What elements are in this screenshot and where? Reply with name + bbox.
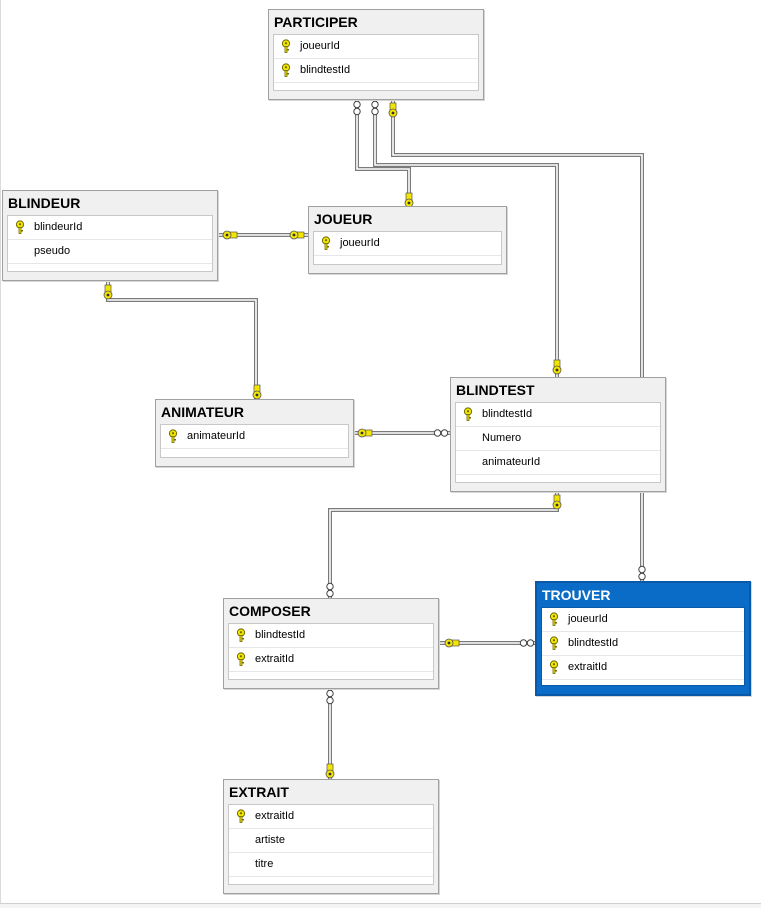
table-extrait[interactable]: EXTRAIT extraitId artiste titre [223,779,439,894]
column-row[interactable]: titre [229,853,433,877]
relationship-infinity-icon [519,639,535,647]
primary-key-icon [14,220,26,234]
column-row[interactable]: blindtestId [229,624,433,648]
primary-key-icon [548,660,560,674]
column-row[interactable]: joueurId [314,232,501,256]
column-name: joueurId [340,237,380,249]
relationship-key-icon [222,230,238,240]
relationship-key-icon [552,494,562,510]
table-joueur[interactable]: JOUEUR joueurId [308,206,507,274]
column-row[interactable]: extraitId [229,805,433,829]
table-title[interactable]: BLINDEUR [8,195,81,211]
table-animateur[interactable]: ANIMATEUR animateurId [155,399,354,467]
column-row[interactable]: joueurId [542,608,744,632]
primary-key-icon [167,429,179,443]
table-title[interactable]: EXTRAIT [229,784,289,800]
table-title[interactable]: COMPOSER [229,603,311,619]
column-row[interactable]: artiste [229,829,433,853]
relationship-key-icon [552,359,562,375]
column-row[interactable]: blindeurId [8,216,212,240]
column-name: blindtestId [568,637,619,649]
relationship-line-core [374,100,558,377]
relationship-infinity-icon [433,429,449,437]
relationship-key-icon [404,192,414,208]
primary-key-icon [280,39,292,53]
column-name: titre [255,858,274,870]
primary-key-icon [235,809,247,823]
column-name: Numero [482,432,522,444]
relationship-infinity-icon [326,689,334,705]
column-name: extraitId [255,653,295,665]
relationship-line-core [356,100,410,206]
relationship-key-icon [103,284,113,300]
column-name: joueurId [300,40,340,52]
column-name: blindeurId [34,221,83,233]
primary-key-icon [548,636,560,650]
table-composer[interactable]: COMPOSER blindtestId extraitId [223,598,439,689]
relationship-key-icon [252,384,262,400]
column-row[interactable]: blindtestId [456,403,660,427]
relationship-line-core [392,100,643,581]
column-list: blindeurId pseudo [7,215,213,272]
column-list: extraitId artiste titre [228,804,434,885]
column-name: extraitId [255,810,295,822]
column-row[interactable]: pseudo [8,240,212,264]
column-name: extraitId [568,661,608,673]
column-name: blindtestId [300,64,351,76]
column-list: joueurId blindtestId [273,34,479,91]
primary-key-icon [320,236,332,250]
column-name: animateurId [187,430,246,442]
column-list: joueurId [313,231,502,265]
left-edge [0,0,1,903]
relationship-key-icon [325,763,335,779]
table-title[interactable]: BLINDTEST [456,382,535,398]
column-name: blindtestId [482,408,533,420]
column-row[interactable]: extraitId [542,656,744,680]
table-blindeur[interactable]: BLINDEUR blindeurId pseudo [2,190,218,281]
relationship-infinity-icon [353,100,361,116]
relationship-infinity-icon [326,582,334,598]
column-row[interactable]: Numero [456,427,660,451]
table-title[interactable]: PARTICIPER [274,14,358,30]
column-row[interactable]: extraitId [229,648,433,672]
relationship-key-icon [357,428,373,438]
column-row[interactable]: joueurId [274,35,478,59]
relationship-infinity-icon [638,565,646,581]
table-title[interactable]: ANIMATEUR [161,404,244,420]
relationship-line-core [329,492,558,598]
table-trouver[interactable]: TROUVER joueurId blindtestId extraitId [535,581,751,696]
column-row[interactable]: animateurId [456,451,660,475]
relationship-infinity-icon [371,100,379,116]
column-row[interactable]: animateurId [161,425,348,449]
primary-key-icon [462,407,474,421]
relationship-key-icon [388,102,398,118]
column-name: artiste [255,834,285,846]
column-row[interactable]: blindtestId [274,59,478,83]
column-list: blindtestId extraitId [228,623,434,680]
column-list: joueurId blindtestId extraitId [541,607,745,686]
table-title[interactable]: TROUVER [542,587,611,603]
primary-key-icon [235,628,247,642]
relationship-key-icon [444,638,460,648]
primary-key-icon [235,652,247,666]
column-name: blindtestId [255,629,306,641]
relationship-line-composer-blindtest[interactable] [328,492,559,598]
horizontal-scrollbar[interactable] [0,903,761,908]
column-name: joueurId [568,613,608,625]
column-list: animateurId [160,424,349,458]
primary-key-icon [280,63,292,77]
column-row[interactable]: blindtestId [542,632,744,656]
column-name: pseudo [34,245,71,257]
relationship-line-blindeur-animateur[interactable] [106,281,258,399]
column-name: animateurId [482,456,541,468]
table-participer[interactable]: PARTICIPER joueurId blindtestId [268,9,484,100]
relationship-key-icon [289,230,305,240]
primary-key-icon [548,612,560,626]
table-title[interactable]: JOUEUR [314,211,373,227]
